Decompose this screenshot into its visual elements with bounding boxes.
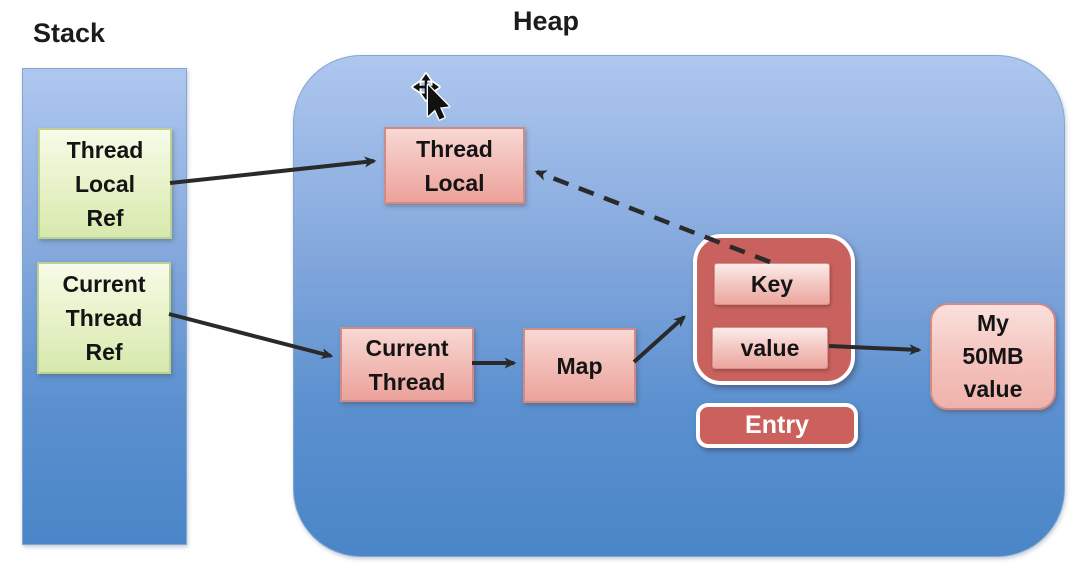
key-label: Key — [750, 270, 794, 297]
thread-local-box: Thread Local — [384, 127, 525, 204]
current-thread-label: Current Thread — [365, 334, 449, 395]
thread-local-ref-box: Thread Local Ref — [38, 128, 172, 239]
heap-title: Heap — [513, 6, 580, 36]
my-50mb-value-box: My 50MB value — [930, 303, 1056, 410]
stack-title: Stack — [33, 18, 106, 48]
my-50mb-value-label: My 50MB value — [962, 310, 1024, 402]
current-thread-ref-label: Current Thread Ref — [62, 271, 146, 365]
entry-badge-label: Entry — [745, 411, 809, 439]
current-thread-box: Current Thread — [340, 327, 474, 402]
map-label: Map — [556, 352, 603, 379]
thread-local-label: Thread Local — [416, 135, 493, 196]
current-thread-ref-box: Current Thread Ref — [37, 262, 171, 374]
entry-container: Key value — [693, 234, 855, 385]
value-label: value — [740, 334, 800, 361]
entry-badge: Entry — [696, 403, 858, 448]
map-box: Map — [523, 328, 636, 403]
value-box: value — [712, 327, 828, 369]
key-box: Key — [714, 263, 830, 305]
thread-local-ref-label: Thread Local Ref — [66, 136, 144, 231]
